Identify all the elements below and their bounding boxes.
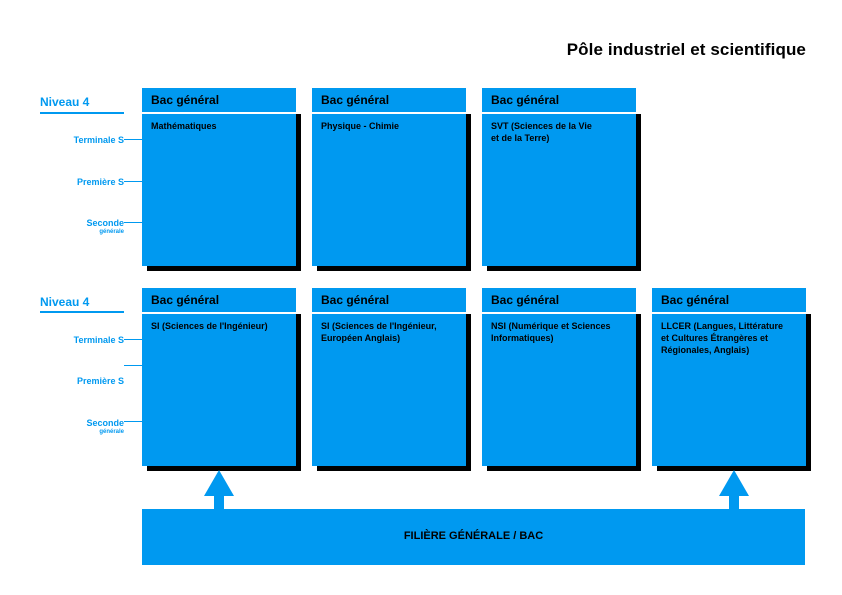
- niveau-underline-row2: [40, 311, 124, 313]
- card-si: Bac général SI (Sciences de l'Ingénieur): [142, 288, 301, 471]
- card-header: Bac général: [142, 88, 296, 112]
- card-header: Bac général: [142, 288, 296, 312]
- arrow-up-icon: [719, 470, 749, 496]
- card-svt: Bac général SVT (Sciences de la Vie et d…: [482, 88, 641, 271]
- tick-seconde-row2: [124, 421, 142, 422]
- tick-terminale-row1: [124, 139, 142, 140]
- arrow-stem: [214, 495, 224, 509]
- card-subject: NSI (Numérique et Sciences Informatiques…: [491, 321, 611, 343]
- niveau-underline-row1: [40, 112, 124, 114]
- level-terminale-row2: Terminale S: [73, 335, 124, 345]
- card-body: Physique - Chimie: [312, 114, 466, 266]
- card-physique-chimie: Bac général Physique - Chimie: [312, 88, 471, 271]
- card-subject: Physique - Chimie: [321, 121, 400, 131]
- card-header-label: Bac général: [151, 93, 220, 107]
- card-header-label: Bac général: [321, 93, 390, 107]
- niveau-label-row1: Niveau 4: [40, 95, 90, 109]
- card-header: Bac général: [482, 288, 636, 312]
- level-seconde-row1: Seconde: [86, 218, 124, 228]
- card-body: NSI (Numérique et Sciences Informatiques…: [482, 314, 636, 466]
- card-nsi: Bac général NSI (Numérique et Sciences I…: [482, 288, 641, 471]
- card-llcer: Bac général LLCER (Langues, Littérature …: [652, 288, 811, 471]
- card-header: Bac général: [652, 288, 806, 312]
- card-header-label: Bac général: [321, 293, 390, 307]
- card-subject: SI (Sciences de l'Ingénieur): [151, 321, 268, 331]
- card-body: LLCER (Langues, Littérature et Cultures …: [652, 314, 806, 466]
- card-subject: SVT (Sciences de la Vie et de la Terre): [491, 121, 592, 143]
- card-header-label: Bac général: [491, 293, 560, 307]
- tick-terminale-row2: [124, 339, 142, 340]
- card-body: Mathématiques: [142, 114, 296, 266]
- tick-seconde-row1: [124, 222, 142, 223]
- card-subject: LLCER (Langues, Littérature et Cultures …: [661, 321, 784, 355]
- card-header-label: Bac général: [491, 93, 560, 107]
- card-subject: Mathématiques: [151, 121, 217, 131]
- card-body: SI (Sciences de l'Ingénieur): [142, 314, 296, 466]
- card-header: Bac général: [482, 88, 636, 112]
- niveau-label-row2: Niveau 4: [40, 295, 90, 309]
- page-title: Pôle industriel et scientifique: [566, 40, 806, 59]
- arrow-up-icon: [204, 470, 234, 496]
- level-terminale-row1: Terminale S: [73, 135, 124, 145]
- level-seconde-row2: Seconde: [86, 418, 124, 428]
- arrow-stem: [729, 495, 739, 509]
- level-seconde-sub-row2: générale: [99, 429, 124, 435]
- card-header-label: Bac général: [661, 293, 730, 307]
- card-header: Bac général: [312, 288, 466, 312]
- card-si-europeen: Bac général SI (Sciences de l'Ingénieur,…: [312, 288, 471, 471]
- card-body: SI (Sciences de l'Ingénieur, Européen An…: [312, 314, 466, 466]
- tick-premiere-row2: [124, 365, 142, 366]
- card-mathematiques: Bac général Mathématiques: [142, 88, 301, 271]
- card-header-label: Bac général: [151, 293, 220, 307]
- card-subject: SI (Sciences de l'Ingénieur, Européen An…: [321, 321, 437, 343]
- card-header: Bac général: [312, 88, 466, 112]
- level-premiere-row1: Première S: [76, 177, 124, 187]
- banner-label: FILIÈRE GÉNÉRALE / BAC: [403, 530, 544, 542]
- card-body: SVT (Sciences de la Vie et de la Terre): [482, 114, 636, 266]
- level-premiere-row2: Première S: [76, 376, 124, 386]
- level-seconde-sub-row1: générale: [99, 229, 124, 235]
- tick-premiere-row1: [124, 181, 142, 182]
- filiere-banner: FILIÈRE GÉNÉRALE / BAC: [142, 509, 805, 565]
